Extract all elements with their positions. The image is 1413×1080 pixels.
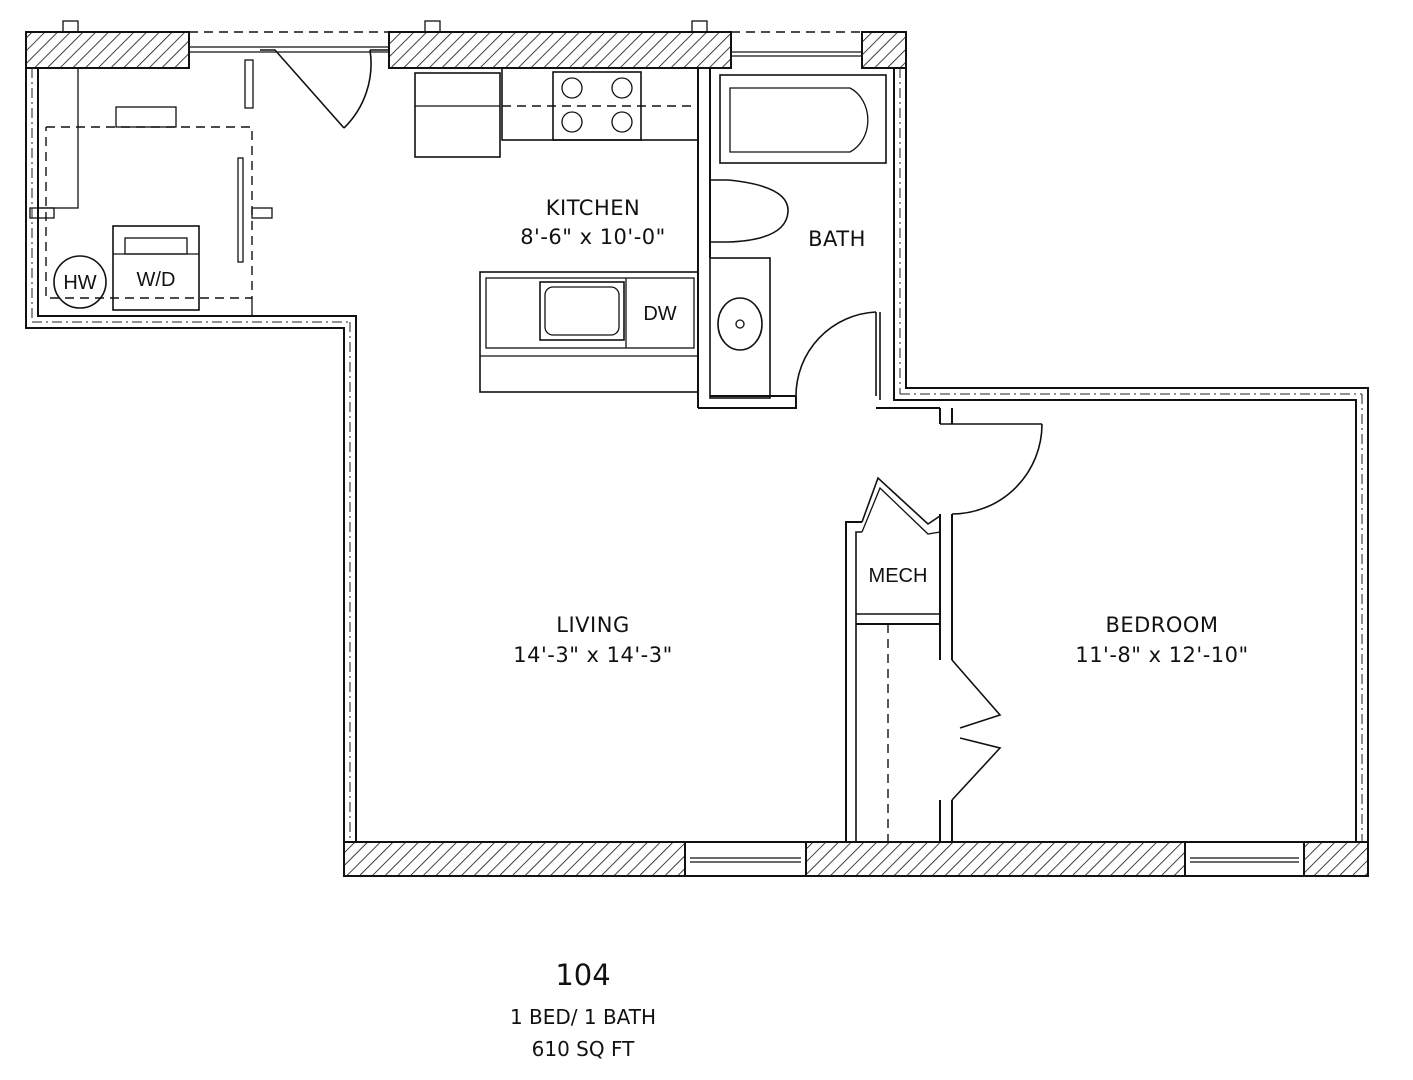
entry-door [260, 49, 389, 129]
washer-dryer: W/D [112, 225, 200, 311]
bedroom-walls [939, 408, 1043, 842]
unit-number: 104 [555, 958, 610, 992]
bath-fixtures [698, 74, 940, 409]
perimeter-walls [25, 68, 1369, 842]
water-heater-label: HW [63, 272, 96, 294]
dishwasher-label: DW [643, 303, 676, 325]
exterior-walls-bottom [343, 841, 1369, 877]
bedroom-size: 11'-8" x 12'-10" [1075, 643, 1248, 667]
bath-name: BATH [808, 227, 866, 251]
living-name: LIVING [556, 613, 629, 637]
kitchen-island: DW [479, 271, 699, 393]
washer-dryer-label: W/D [137, 269, 176, 291]
kitchen-size: 8'-6" x 10'-0" [520, 225, 666, 249]
water-heater: HW [53, 255, 107, 309]
mech-name: MECH [869, 565, 928, 587]
windows [62, 20, 1305, 877]
kitchen-name: KITCHEN [546, 196, 641, 220]
kitchen-counter [414, 67, 711, 408]
laundry-closet [29, 59, 273, 316]
bedroom-name: BEDROOM [1105, 613, 1218, 637]
unit-area: 610 SQ FT [532, 1037, 635, 1061]
living-size: 14'-3" x 14'-3" [513, 643, 672, 667]
mech-closet [845, 476, 941, 842]
unit-type: 1 BED/ 1 BATH [510, 1005, 656, 1029]
exterior-walls-top [25, 31, 907, 69]
